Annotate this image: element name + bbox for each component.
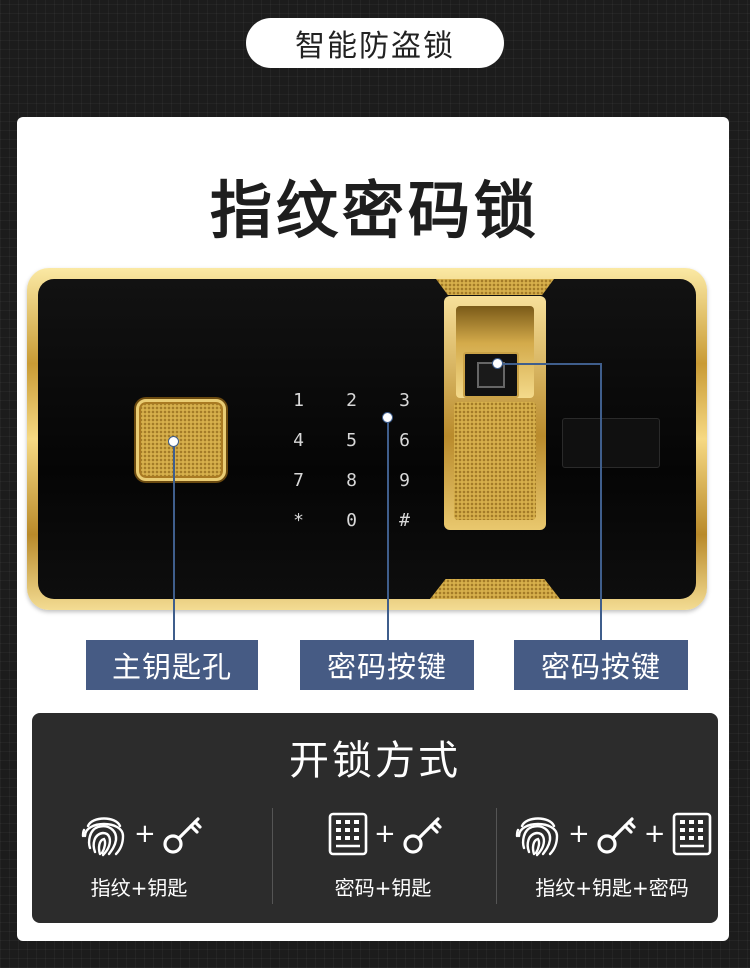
method-label-1: 指纹+钥匙 <box>90 876 188 900</box>
pointer-dot-keyhole <box>168 436 179 447</box>
plus-sign: + <box>643 819 666 849</box>
pointer-line-fingerprint <box>600 363 602 640</box>
keypad-key-2[interactable]: 2 <box>346 389 357 411</box>
side-slot <box>562 418 660 468</box>
keypad-key-7[interactable]: 7 <box>293 469 304 491</box>
keypad-key-hash[interactable]: # <box>399 509 410 531</box>
product-title: 指纹密码锁 <box>209 174 540 247</box>
pointer-hline-fingerprint <box>497 363 602 365</box>
pointer-line-keypad <box>387 417 389 640</box>
pointer-dot-fingerprint <box>492 358 503 369</box>
keypad-icon <box>328 812 368 856</box>
method-label-2: 密码+钥匙 <box>334 876 432 900</box>
method-label-3: 指纹+钥匙+密码 <box>535 876 689 900</box>
keypad-key-star[interactable]: * <box>293 509 304 531</box>
method-icons-3: + + <box>512 806 714 862</box>
method-divider-2 <box>496 808 497 904</box>
callout-fingerprint: 密码按键 <box>514 640 688 690</box>
keypad-key-9[interactable]: 9 <box>399 469 410 491</box>
fingerprint-icon <box>81 817 125 857</box>
keypad-key-8[interactable]: 8 <box>346 469 357 491</box>
keypad-key-4[interactable]: 4 <box>293 429 304 451</box>
fingerprint-grip <box>454 402 536 520</box>
pointer-dot-keypad <box>382 412 393 423</box>
method-icons-1: + <box>78 806 206 862</box>
touch-keypad: 1 2 3 4 5 6 7 8 9 * 0 # <box>272 380 432 540</box>
key-icon <box>163 817 202 854</box>
keypad-key-3[interactable]: 3 <box>399 389 410 411</box>
keypad-key-1[interactable]: 1 <box>293 389 304 411</box>
keypad-key-0[interactable]: 0 <box>346 509 357 531</box>
fingerprint-bottom-trim <box>430 579 560 599</box>
callout-keypad: 密码按键 <box>300 640 474 690</box>
plus-sign: + <box>568 819 590 849</box>
callout-key-hole: 主钥匙孔 <box>86 640 258 690</box>
method-icons-2: + <box>326 806 446 862</box>
keypad-icon <box>672 812 711 856</box>
fingerprint-icon <box>515 817 559 857</box>
key-icon <box>403 817 442 854</box>
keypad-key-6[interactable]: 6 <box>399 429 410 451</box>
keypad-key-5[interactable]: 5 <box>346 429 357 451</box>
unlock-methods-panel <box>32 713 718 923</box>
fingerprint-top-trim <box>436 279 554 295</box>
plus-sign: + <box>134 819 156 849</box>
method-divider-1 <box>272 808 273 904</box>
main-key-hole <box>136 399 226 481</box>
pointer-line-keyhole <box>173 441 175 640</box>
plus-sign: + <box>374 819 396 849</box>
unlock-methods-title: 开锁方式 <box>289 738 461 784</box>
header-tag: 智能防盗锁 <box>246 18 504 68</box>
key-icon <box>597 817 636 854</box>
